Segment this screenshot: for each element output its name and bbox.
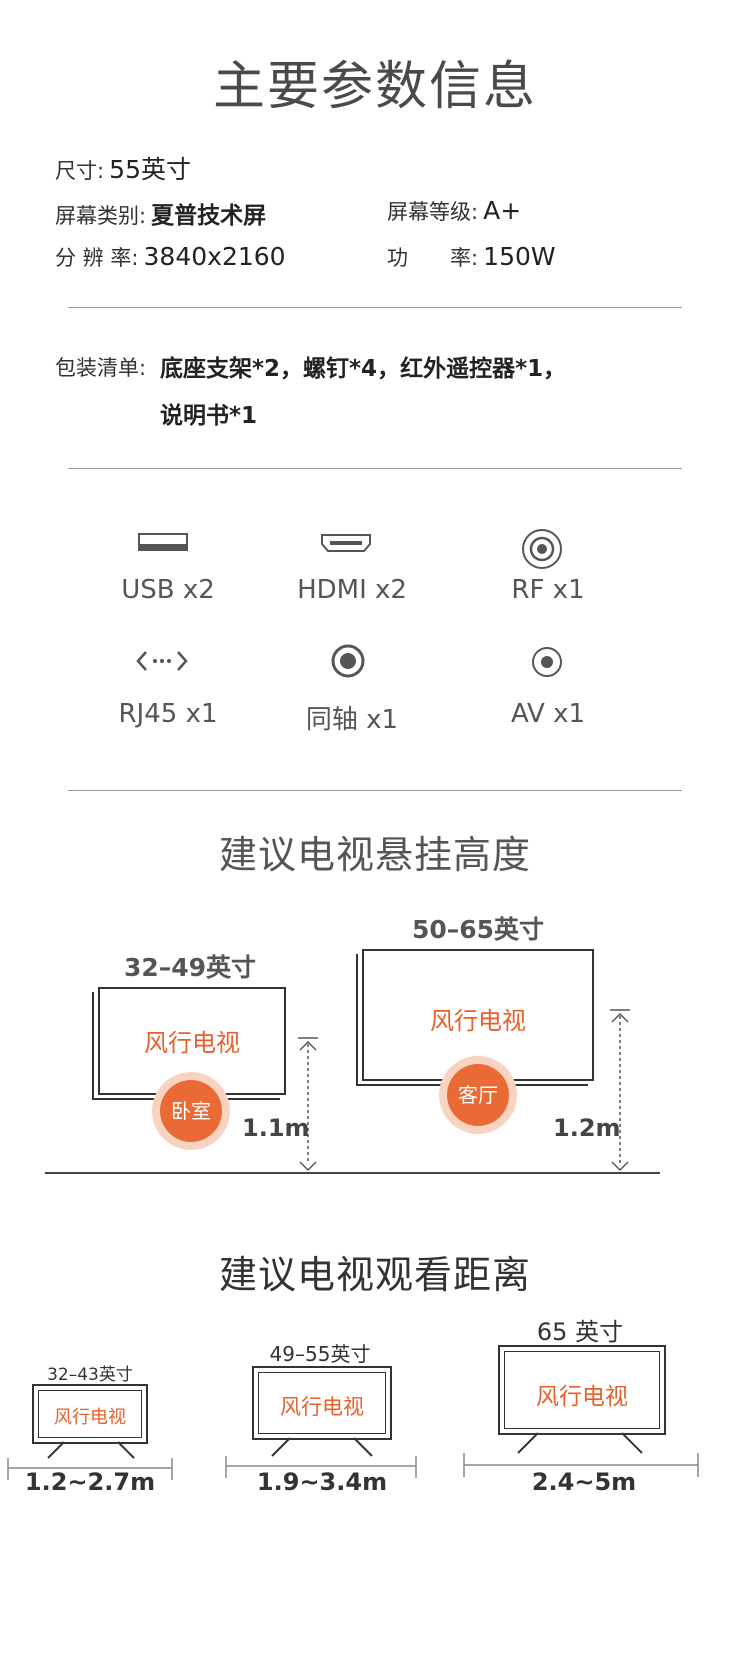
height-value-small: 1.1m (242, 1114, 310, 1142)
rj45-port-icon (136, 651, 188, 671)
tv-brand: 风行电视 (280, 1395, 364, 1419)
size-value: 55英寸 (109, 155, 191, 184)
distance-size-large: 65 英寸 (536, 1318, 624, 1346)
room-badge-living-room: 客厅 (439, 1056, 517, 1134)
stand-and-range-medium (225, 1437, 417, 1478)
spec-resolution: 分 辨 率: 3840x2160 (55, 242, 286, 272)
tv-outline-small: 风行电视 (32, 1384, 148, 1444)
room-label: 客厅 (447, 1064, 509, 1126)
tv-outline-large: 风行电视 (498, 1345, 666, 1435)
screen-grade-label: 屏幕等级: (387, 200, 479, 224)
power-label: 功 率: (387, 246, 479, 270)
screen-grade-value: A+ (483, 196, 522, 225)
distance-size-medium: 49–55英寸 (269, 1342, 371, 1366)
spec-power: 功 率: 150W (387, 242, 556, 272)
tv-brand: 风行电视 (54, 1407, 126, 1428)
divider (68, 307, 682, 308)
package-line-2: 说明书*1 (160, 403, 258, 429)
package-line-1: 底座支架*2，螺钉*4，红外遥控器*1， (160, 356, 567, 382)
port-label-av: AV x1 (510, 699, 586, 729)
resolution-label: 分 辨 率: (55, 246, 139, 270)
tv-outline-medium: 风行电视 (252, 1366, 392, 1440)
divider (68, 468, 682, 469)
power-value: 150W (483, 242, 556, 271)
spec-size: 尺寸: 55英寸 (55, 150, 191, 186)
spec-screen-grade: 屏幕等级: A+ (387, 196, 521, 226)
port-label-usb: USB x2 (121, 575, 215, 605)
tv-brand: 风行电视 (536, 1384, 628, 1410)
resolution-value: 3840x2160 (143, 242, 286, 271)
port-label-rj45: RJ45 x1 (118, 699, 218, 729)
distance-range-medium: 1.9~3.4m (256, 1468, 388, 1496)
rf-port-icon (522, 529, 562, 569)
stand-and-range-small (7, 1441, 173, 1480)
coaxial-port-icon (331, 644, 365, 678)
distance-title: 建议电视观看距离 (218, 1253, 531, 1297)
port-label-coaxial: 同轴 x1 (305, 705, 399, 735)
height-value-large: 1.2m (553, 1114, 621, 1142)
room-badge-bedroom: 卧室 (152, 1072, 230, 1150)
divider (68, 790, 682, 791)
height-arrow-large (610, 1009, 630, 1172)
tv-brand: 风行电视 (430, 1007, 526, 1035)
mount-title: 建议电视悬挂高度 (218, 833, 531, 877)
port-label-hdmi: HDMI x2 (297, 575, 407, 605)
distance-range-large: 2.4~5m (531, 1468, 637, 1496)
port-label-rf: RF x1 (511, 575, 585, 605)
distance-size-small: 32–43英寸 (47, 1365, 133, 1385)
tv-brand: 风行电视 (144, 1029, 240, 1057)
distance-range-small: 1.2~2.7m (24, 1468, 156, 1496)
room-label: 卧室 (160, 1080, 222, 1142)
page-title: 主要参数信息 (212, 57, 537, 117)
mount-small-size: 32–49英寸 (123, 953, 257, 982)
mount-large-size: 50–65英寸 (411, 915, 545, 944)
screen-type-label: 屏幕类别: (55, 204, 147, 228)
spec-screen-type: 屏幕类别: 夏普技术屏 (55, 196, 266, 230)
floor-line (45, 1172, 660, 1174)
hdmi-port-icon (321, 534, 371, 552)
height-arrow-small (298, 1037, 318, 1172)
package-label: 包装清单: (55, 356, 147, 380)
usb-port-icon (138, 533, 188, 551)
stand-and-range-large (463, 1432, 699, 1477)
screen-type-value: 夏普技术屏 (151, 203, 267, 229)
av-port-icon (532, 647, 562, 677)
size-label: 尺寸: (55, 159, 105, 183)
